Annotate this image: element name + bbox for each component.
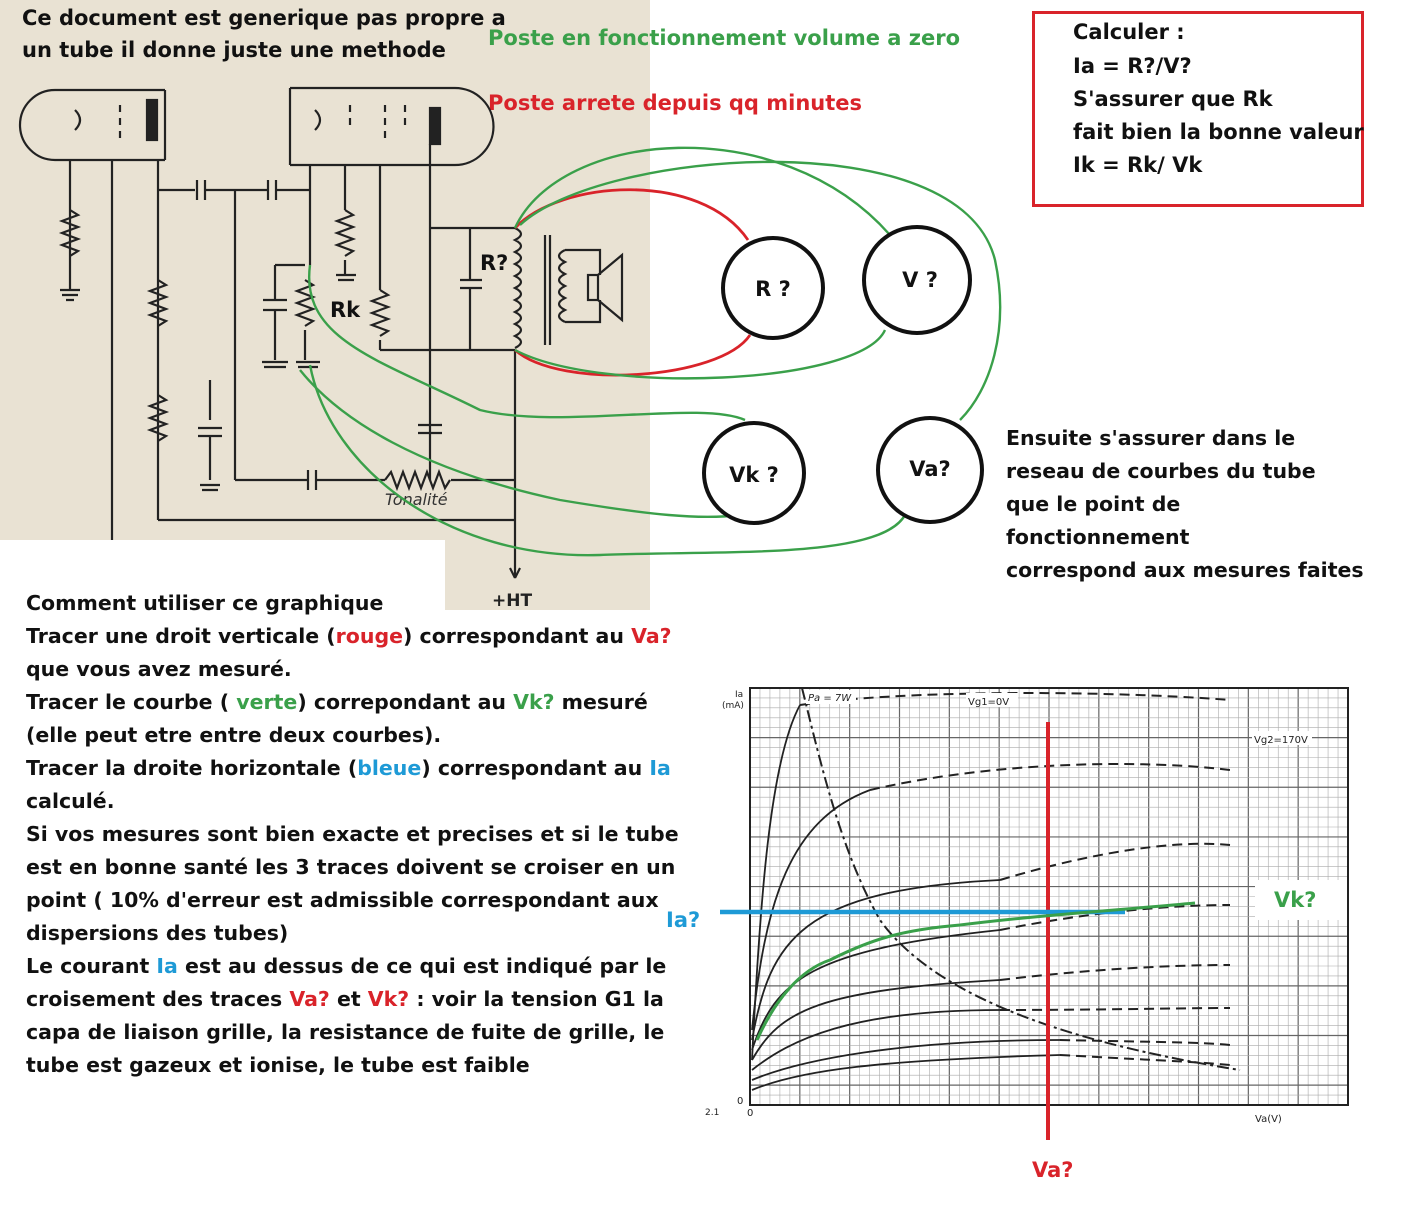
legend-green: Poste en fonctionnement volume a zero — [488, 26, 961, 50]
vk-curve-green — [755, 901, 1196, 1041]
ia-marker: Ia? — [666, 908, 700, 932]
howto-line14: capa de liaison grille, la resistance de… — [26, 1020, 665, 1044]
label-ht: +HT — [492, 591, 532, 611]
howto-line1: Comment utiliser ce graphique — [26, 591, 384, 615]
howto-line8: Si vos mesures sont bien exacte et preci… — [26, 822, 679, 846]
green-wire-va-bottom — [308, 364, 907, 557]
green-wire-v-bottom — [514, 329, 887, 380]
calc-title: Calculer : — [1073, 20, 1185, 44]
red-wire-r-bottom — [514, 334, 752, 377]
meter-r: R ? — [721, 236, 825, 340]
doc-note-line2: un tube il donne juste une methode — [22, 38, 446, 62]
ensuite-line3: que le point de — [1006, 492, 1181, 516]
howto-line2: Tracer une droit verticale (rouge) corre… — [26, 624, 672, 648]
meter-va: Va? — [876, 416, 984, 524]
ensuite-line5: correspond aux mesures faites — [1006, 558, 1364, 582]
graph-origin-y: 0 — [737, 1096, 743, 1107]
graph-xlabel: Va(V) — [1255, 1114, 1282, 1125]
meter-v: V ? — [862, 225, 972, 335]
green-wire-va-loop — [519, 160, 1002, 421]
label-r: R? — [480, 251, 508, 275]
meter-r-label: R ? — [755, 277, 791, 301]
calc-line-ia: Ia = R?/V? — [1073, 54, 1192, 78]
howto-line6: Tracer la droite horizontale (bleue) cor… — [26, 756, 671, 780]
meter-vk: Vk ? — [702, 421, 806, 525]
howto-line15: tube est gazeux et ionise, le tube est f… — [26, 1053, 530, 1077]
howto-line13: croisement des traces Va? et Vk? : voir … — [26, 987, 664, 1011]
vg1-label: Vg1=0V — [968, 697, 1009, 708]
solid-curves — [751, 704, 1061, 1091]
graph-origin-x: 0 — [747, 1108, 753, 1119]
ensuite-line2: reseau de courbes du tube — [1006, 459, 1316, 483]
calc-box: Calculer : Ia = R?/V? S'assurer que Rk f… — [1032, 11, 1364, 207]
pa-label: Pa = 7W — [808, 693, 852, 704]
ensuite-line1: Ensuite s'assurer dans le — [1006, 426, 1296, 450]
howto-line5: (elle peut etre entre deux courbes). — [26, 723, 442, 747]
green-wire-vk-bottom — [299, 369, 741, 519]
howto-line9: est en bonne santé les 3 traces doivent … — [26, 855, 676, 879]
ensuite-line4: fonctionnement — [1006, 525, 1190, 549]
calc-line-rk: S'assurer que Rk — [1073, 87, 1273, 111]
meter-va-label: Va? — [909, 457, 950, 481]
schematic-diagram: R? Rk Tonalité +HT R ? V ? Vk ? Va? — [18, 86, 1002, 611]
circuit-lines — [18, 86, 624, 579]
graph-yunit: (mA) — [722, 701, 744, 711]
howto-line11: dispersions des tubes) — [26, 921, 289, 945]
doc-note-line1: Ce document est generique pas propre a — [22, 6, 506, 30]
green-wire-vk-top — [307, 264, 746, 422]
vg2-label: Vg2=170V — [1254, 735, 1308, 746]
pa-hyperbola — [801, 687, 1241, 1071]
schematic-paper — [0, 0, 650, 610]
meter-v-label: V ? — [902, 268, 938, 292]
calc-line-value: fait bien la bonne valeur — [1073, 120, 1364, 144]
calc-line-ik: Ik = Rk/ Vk — [1073, 153, 1203, 177]
dashed-curves — [799, 692, 1231, 1066]
green-wire-v-top — [513, 146, 891, 236]
label-rk: Rk — [330, 298, 361, 322]
graph-ylabel: Ia — [735, 690, 743, 700]
label-tonalite: Tonalité — [385, 490, 448, 509]
howto-line12: Le courant Ia est au dessus de ce qui es… — [26, 954, 667, 978]
howto-line7: calculé. — [26, 789, 115, 813]
va-marker: Va? — [1032, 1158, 1073, 1182]
text-area-white — [0, 540, 445, 610]
vk-marker: Vk? — [1274, 888, 1316, 912]
meter-vk-label: Vk ? — [729, 463, 779, 487]
graph-side-ref: 2.1 — [705, 1108, 719, 1118]
howto-line10: point ( 10% d'erreur est admissible corr… — [26, 888, 659, 912]
legend-red: Poste arrete depuis qq minutes — [488, 91, 863, 115]
howto-line3: que vous avez mesuré. — [26, 657, 292, 681]
howto-line4: Tracer le courbe ( verte) correpondant a… — [26, 690, 648, 714]
